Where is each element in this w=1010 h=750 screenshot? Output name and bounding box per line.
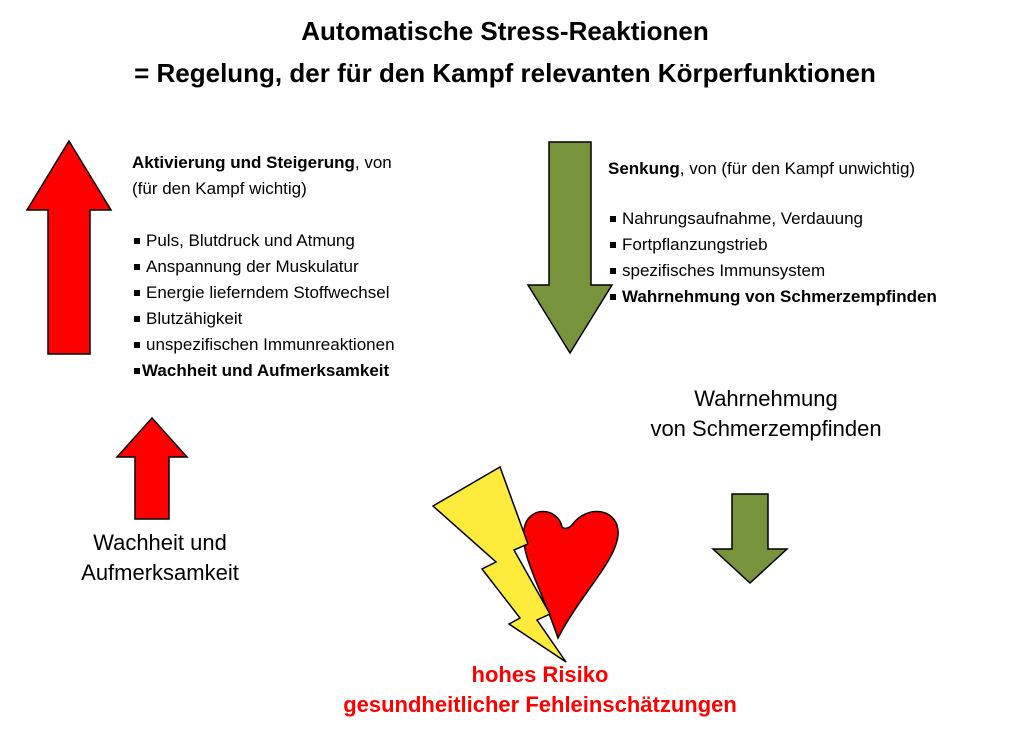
activation-heading: Aktivierung und Steigerung, von xyxy=(132,150,395,176)
small-down-arrow-icon xyxy=(711,493,789,585)
title-line-2: = Regelung, der für den Kampf relevanten… xyxy=(134,58,876,88)
list-item: spezifisches Immunsystem xyxy=(608,258,937,284)
reduction-heading: Senkung, von (für den Kampf unwichtig) xyxy=(608,156,937,182)
risk-warning: hohes Risiko gesundheitlicher Fehleinsch… xyxy=(250,660,830,720)
activation-list: Puls, Blutdruck und Atmung Anspannung de… xyxy=(132,228,395,384)
list-item: Energie lieferndem Stoffwechsel xyxy=(132,280,395,306)
large-down-arrow-icon xyxy=(526,141,614,355)
reduction-heading-bold: Senkung xyxy=(608,159,680,178)
alertness-caption-line-1: Wachheit und xyxy=(93,530,227,555)
list-item-bold: Wahrnehmung von Schmerzempfinden xyxy=(608,284,937,310)
risk-line-2: gesundheitlicher Fehleinschätzungen xyxy=(343,692,737,717)
alertness-caption-line-2: Aufmerksamkeit xyxy=(81,560,239,585)
pain-caption-line-2: von Schmerzempfinden xyxy=(650,416,882,441)
list-item: Puls, Blutdruck und Atmung xyxy=(132,228,395,254)
pain-caption-line-1: Wahrnehmung xyxy=(694,386,838,411)
pain-perception-caption: Wahrnehmung von Schmerzempfinden xyxy=(606,384,926,444)
large-up-arrow-icon xyxy=(25,139,113,355)
small-up-arrow-icon xyxy=(115,416,189,520)
list-item: Blutzähigkeit xyxy=(132,306,395,332)
activation-block: Aktivierung und Steigerung, von (für den… xyxy=(132,150,395,384)
alertness-caption: Wachheit und Aufmerksamkeit xyxy=(40,528,280,588)
list-item: Nahrungsaufnahme, Verdauung xyxy=(608,206,937,232)
activation-subheading: (für den Kampf wichtig) xyxy=(132,179,307,198)
heart-icon xyxy=(522,510,619,640)
reduction-list: Nahrungsaufnahme, Verdauung Fortpflanzun… xyxy=(608,206,937,310)
title-line-1: Automatische Stress-Reaktionen xyxy=(301,16,709,46)
list-item: unspezifischen Immunreaktionen xyxy=(132,332,395,358)
list-item-bold: Wachheit und Aufmerksamkeit xyxy=(132,358,395,384)
risk-line-1: hohes Risiko xyxy=(471,662,609,687)
list-item: Fortpflanzungstrieb xyxy=(608,232,937,258)
activation-heading-bold: Aktivierung und Steigerung xyxy=(132,153,355,172)
activation-heading-rest: , von xyxy=(354,153,392,172)
lightning-icon xyxy=(431,465,567,663)
reduction-block: Senkung, von (für den Kampf unwichtig) N… xyxy=(608,156,937,310)
list-item: Anspannung der Muskulatur xyxy=(132,254,395,280)
reduction-heading-rest: , von (für den Kampf unwichtig) xyxy=(679,159,916,178)
